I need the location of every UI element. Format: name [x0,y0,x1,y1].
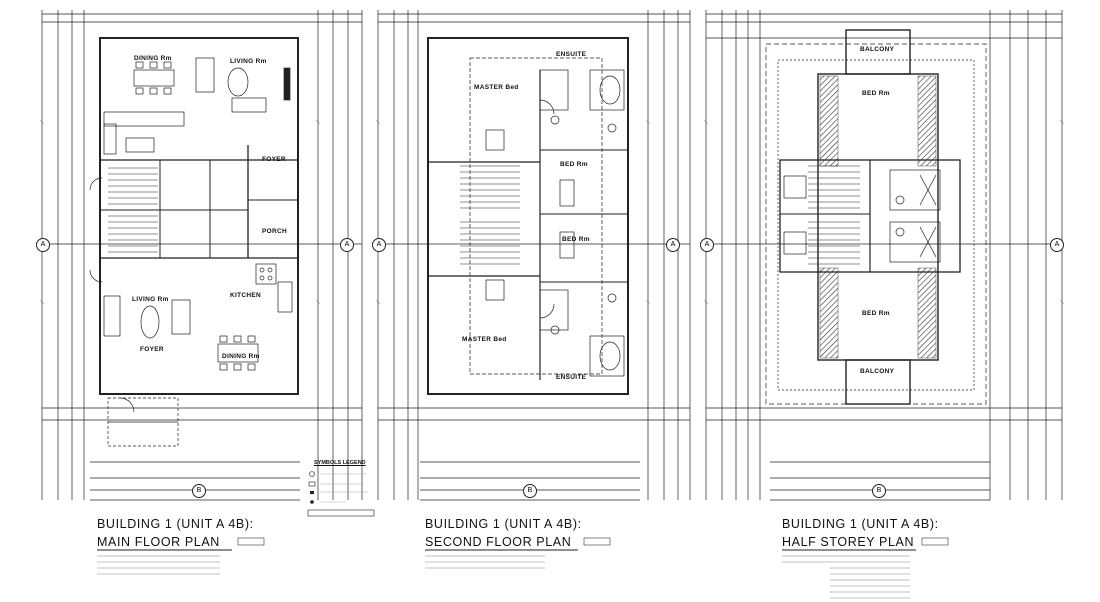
symbols-legend: SYMBOLS LEGEND [306,460,394,520]
legend-symbols [307,471,375,517]
room-label: LIVING Rm [230,58,267,65]
plan-title-main-line2: MAIN FLOOR PLAN [97,535,220,549]
grid-bubble-b-1: B [192,484,206,498]
grid-bubble-a-right-2: A [666,238,680,252]
room-label: BED Rm [560,161,588,168]
grid-bubble-b-3: B [872,484,886,498]
plan-title-main-line1: BUILDING 1 (UNIT A 4B): [97,517,254,531]
plan-title-half-line2: HALF STOREY PLAN [782,535,915,549]
plan-title-second-line2: SECOND FLOOR PLAN [425,535,572,549]
plan-title-half-line1: BUILDING 1 (UNIT A 4B): [782,517,939,531]
grid-bubble-a-right-1: A [340,238,354,252]
room-label: DINING Rm [222,353,260,360]
room-label: MASTER Bed [462,336,507,343]
grid-bubble-a-left-3: A [700,238,714,252]
room-label: KITCHEN [230,292,261,299]
plan-title-second-line1: BUILDING 1 (UNIT A 4B): [425,517,582,531]
room-label: LIVING Rm [132,296,169,303]
grid-bubble-a-left-2: A [372,238,386,252]
room-label: DINING Rm [134,55,172,62]
room-label: ENSUITE [556,374,587,381]
room-label: FOYER [140,346,164,353]
room-label: BALCONY [860,368,895,375]
room-label: MASTER Bed [474,84,519,91]
room-label: BALCONY [860,46,895,53]
half-storey-plan-lines [705,10,1063,501]
grid-bubble-a-left-1: A [36,238,50,252]
grid-bubble-b-2: B [523,484,537,498]
legend-title: SYMBOLS LEGEND [314,460,366,466]
room-label: ENSUITE [556,51,587,58]
room-label: BED Rm [862,90,890,97]
second-floor-plan-lines [377,10,691,501]
main-floor-plan-lines [41,10,363,501]
room-label: BED Rm [862,310,890,317]
room-label: BED Rm [562,236,590,243]
room-label: PORCH [262,228,287,235]
grid-bubble-a-right-3: A [1050,238,1064,252]
room-label: FOYER [262,156,286,163]
